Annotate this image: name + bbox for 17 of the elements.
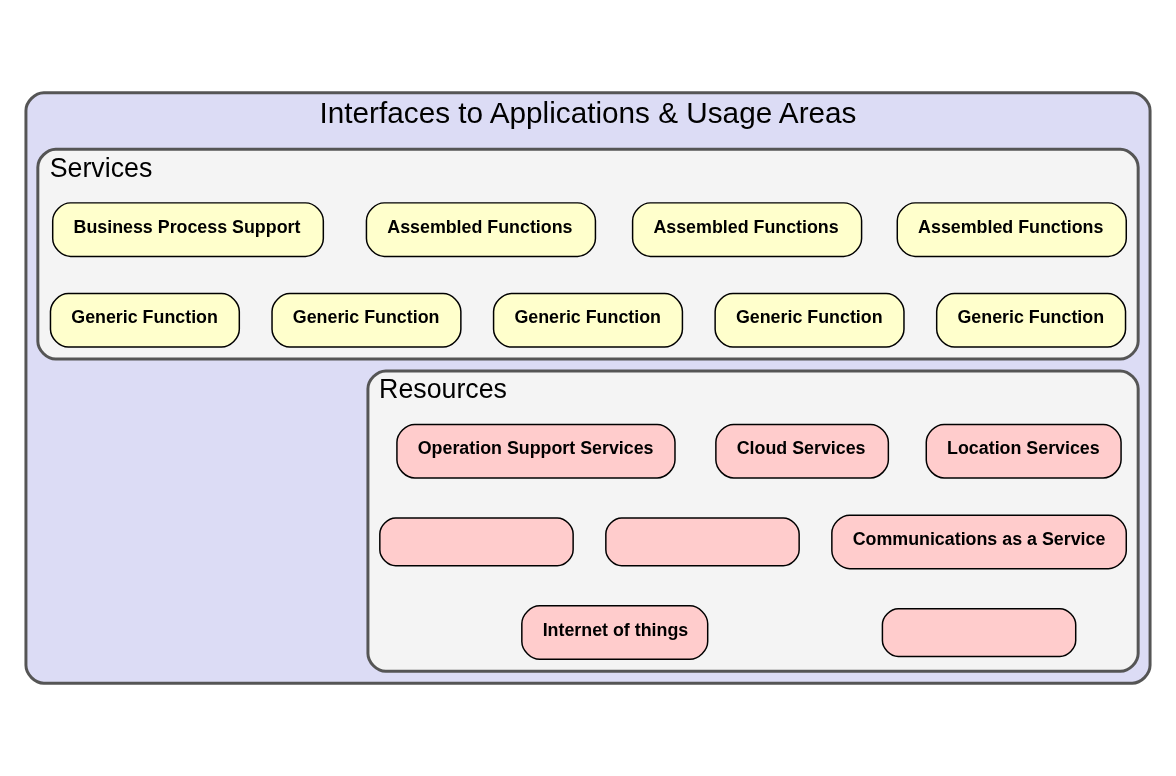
node-box: Generic Function [935, 292, 1127, 348]
node-box: Assembled Functions [896, 202, 1127, 258]
node-box: Assembled Functions [631, 202, 863, 258]
node-box [881, 608, 1077, 658]
node-box: Generic Function [714, 292, 905, 348]
node-box: Cloud Services [715, 423, 890, 479]
node-box: Generic Function [271, 292, 462, 348]
node-box: Internet of things [521, 605, 709, 661]
node-box: Operation Support Services [396, 423, 676, 479]
node-box: Generic Function [49, 292, 241, 348]
node-box: Assembled Functions [365, 202, 597, 258]
node-box [605, 517, 800, 567]
node-box: Generic Function [492, 292, 684, 348]
node-box: Business Process Support [51, 202, 325, 258]
node-box [379, 517, 574, 567]
node-box: Communications as a Service [831, 514, 1127, 570]
node-box: Location Services [925, 423, 1122, 479]
